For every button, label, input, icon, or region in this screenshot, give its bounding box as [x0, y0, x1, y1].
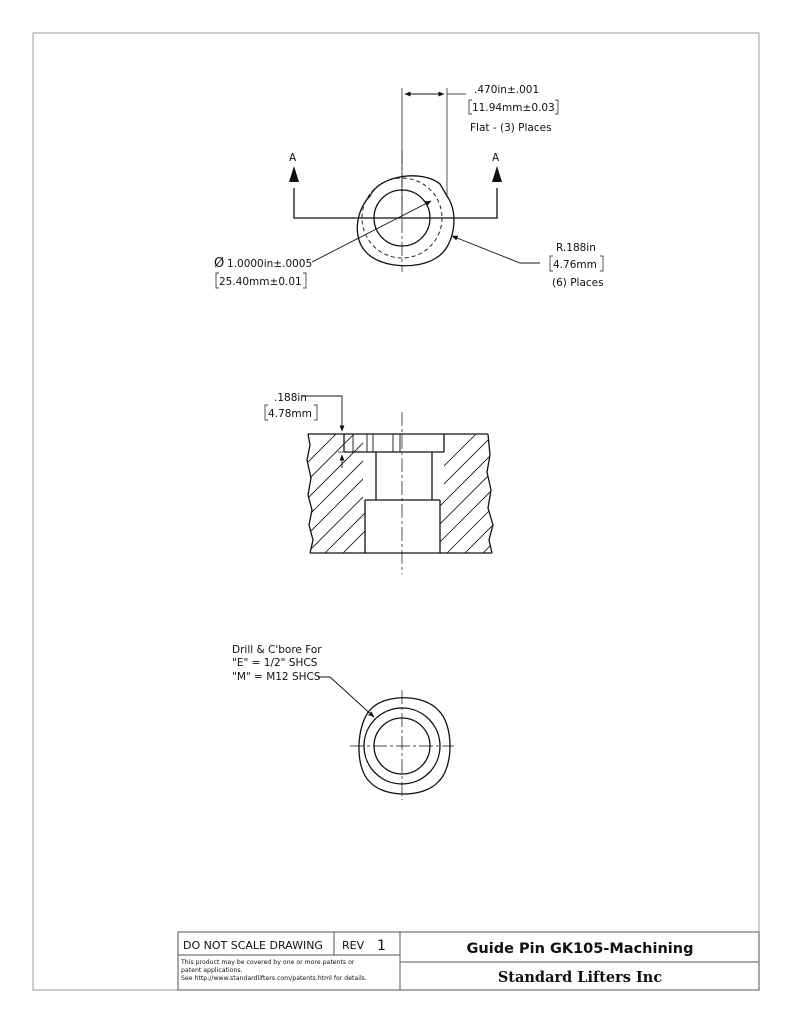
patent-line2: patent applications.: [181, 967, 243, 974]
top-bore-circle: [373, 189, 431, 247]
section-label-left: A: [289, 152, 297, 164]
flat-dim-places: Flat - (3) Places: [470, 122, 552, 134]
bottom-outer-profile: [358, 697, 451, 795]
drawing-title: Guide Pin GK105-Machining: [467, 941, 694, 957]
radius-dim-inch: R.188in: [556, 242, 596, 254]
flat-dim-bracket: [468, 99, 559, 115]
bottom-counterbore-circle: [363, 707, 441, 785]
radius-dim-mm: 4.76mm: [553, 259, 597, 271]
do-not-scale-label: DO NOT SCALE DRAWING: [183, 939, 323, 952]
title-block: DO NOT SCALE DRAWING REV 1 This product …: [177, 931, 760, 991]
note-line3: "M" = M12 SHCS: [232, 671, 321, 683]
flat-dim-inch: .470in±.001: [474, 84, 539, 96]
flat-dim-mm: 11.94mm±0.03: [472, 102, 555, 114]
section-view: .188in 4.78mm: [264, 392, 494, 574]
section-arrow-right: [492, 166, 502, 182]
bottom-view: Drill & C'bore For "E" = 1/2" SHCS "M" =…: [232, 644, 454, 800]
patent-line3: See http://www.standardlifters.com/paten…: [181, 975, 367, 982]
depth-dim-bracket: [264, 404, 318, 421]
section-label-right: A: [492, 152, 500, 164]
patent-line1: This product may be covered by one or mo…: [180, 959, 355, 966]
bottom-drill-circle: [373, 717, 431, 775]
note-line1: Drill & C'bore For: [232, 644, 322, 656]
section-arrow-left: [289, 166, 299, 182]
diameter-dim-mm: 25.40mm±0.01: [219, 276, 302, 288]
radius-dim-bracket: [549, 255, 604, 272]
diameter-dim-bracket: [215, 272, 307, 289]
company-name: Standard Lifters Inc: [498, 969, 663, 986]
top-dashed-circle: [361, 177, 443, 259]
diameter-symbol: Ø: [214, 256, 224, 271]
depth-dim-inch: .188in: [274, 392, 307, 404]
depth-dim-mm: 4.78mm: [268, 408, 312, 420]
top-view: .470in±.001 11.94mm±0.03 Flat - (3) Plac…: [214, 84, 604, 289]
section-line: [293, 188, 498, 219]
diameter-dim-inch: 1.0000in±.0005: [227, 258, 312, 270]
rev-value: 1: [377, 938, 386, 954]
radius-dim-places: (6) Places: [552, 277, 604, 289]
sheet-border: [32, 32, 760, 991]
top-outer-profile: [356, 175, 455, 267]
note-line2: "E" = 1/2" SHCS: [232, 657, 318, 669]
rev-label: REV: [342, 939, 365, 952]
